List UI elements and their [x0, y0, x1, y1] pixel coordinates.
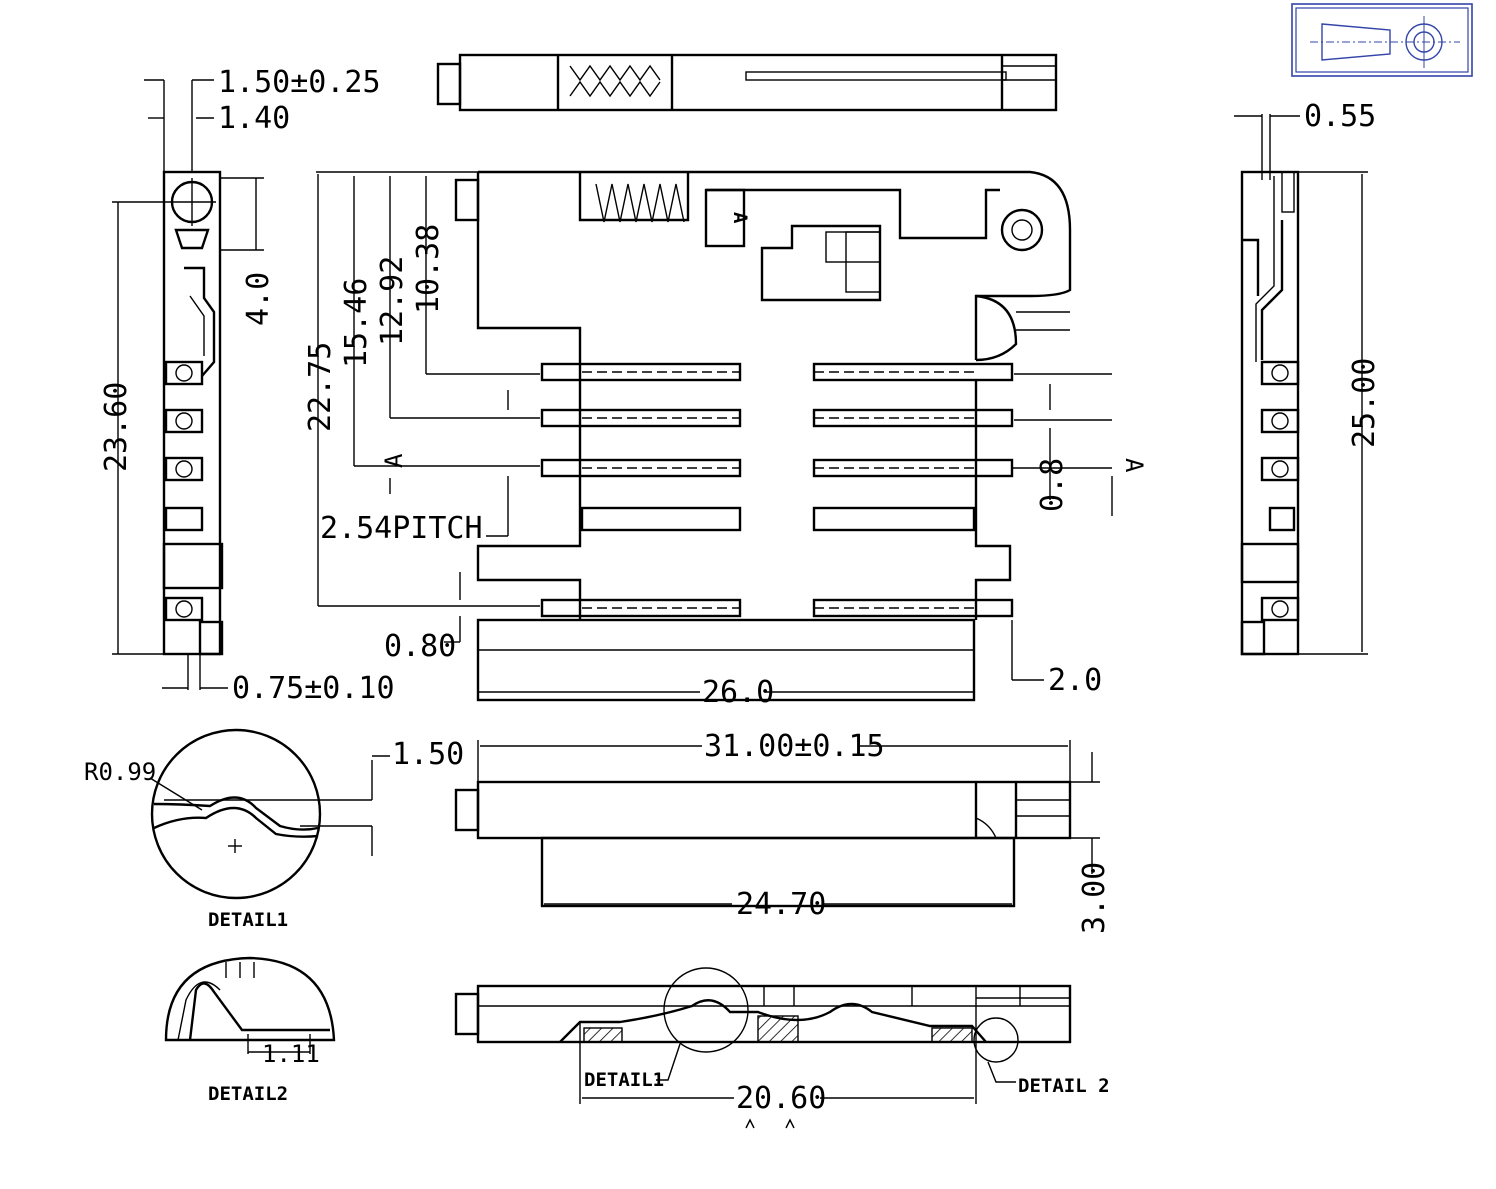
- detail1-caption: DETAIL1: [208, 909, 288, 931]
- pin-contacts-right: [1260, 360, 1300, 622]
- dim-1-40: 1.40: [218, 101, 290, 136]
- left-side-view: 1.50±0.25 1.40 4.0 23.60 0.75±0.10: [99, 65, 395, 706]
- dim-15-46: 15.46: [339, 278, 374, 368]
- dim-4-0: 4.0: [241, 272, 276, 326]
- label-a: A: [729, 212, 751, 224]
- dim-0-8: 0.8: [1035, 458, 1070, 512]
- section-mark-a: A: [380, 453, 408, 468]
- dim-25-00: 25.00: [1347, 358, 1382, 448]
- dim-1-50: 1.50±0.25: [218, 65, 381, 100]
- top-view: [436, 53, 1058, 112]
- dim-r0-99: R0.99: [84, 758, 156, 786]
- detail-2: 1.11 DETAIL2: [164, 956, 336, 1105]
- section-mark-a-right: A: [1120, 458, 1148, 473]
- dim-3-00: 3.00: [1077, 862, 1112, 934]
- dim-0-55: 0.55: [1304, 99, 1376, 134]
- detail-1: 1.50 R0.99 DETAIL1: [84, 728, 464, 931]
- detail2-caption: DETAIL2: [208, 1083, 288, 1105]
- detail2-callout: DETAIL 2: [1018, 1075, 1110, 1097]
- pin-contacts-left: [164, 360, 204, 622]
- dim-pitch: 2.54PITCH: [320, 511, 483, 546]
- dim-2-0: 2.0: [1048, 663, 1102, 698]
- right-side-view: 0.55 25.00: [1234, 99, 1382, 656]
- detail1-callout: DETAIL1: [584, 1069, 664, 1091]
- section-view: DETAIL1 DETAIL 2 20.60: [454, 967, 1110, 1129]
- dim-20-60: 20.60: [736, 1081, 826, 1116]
- dim-1-11: 1.11: [262, 1040, 320, 1068]
- side-view-length: 31.00±0.15 3.00 24.70: [454, 729, 1112, 934]
- dim-12-92: 12.92: [375, 256, 410, 346]
- dim-10-38: 10.38: [411, 224, 446, 314]
- dim-22-75: 22.75: [303, 342, 338, 432]
- dim-1-50-detail: 1.50: [392, 737, 464, 772]
- dim-0-75: 0.75±0.10: [232, 671, 395, 706]
- dim-23-60: 23.60: [99, 382, 134, 472]
- pin-row-4: [580, 506, 976, 532]
- dim-26-0: 26.0: [702, 675, 774, 710]
- projection-symbol-icon: [1291, 3, 1473, 77]
- front-view: A: [303, 170, 1148, 710]
- dim-0-80: 0.80: [384, 629, 456, 664]
- dim-31-00: 31.00±0.15: [704, 729, 885, 764]
- dim-24-70: 24.70: [736, 887, 826, 922]
